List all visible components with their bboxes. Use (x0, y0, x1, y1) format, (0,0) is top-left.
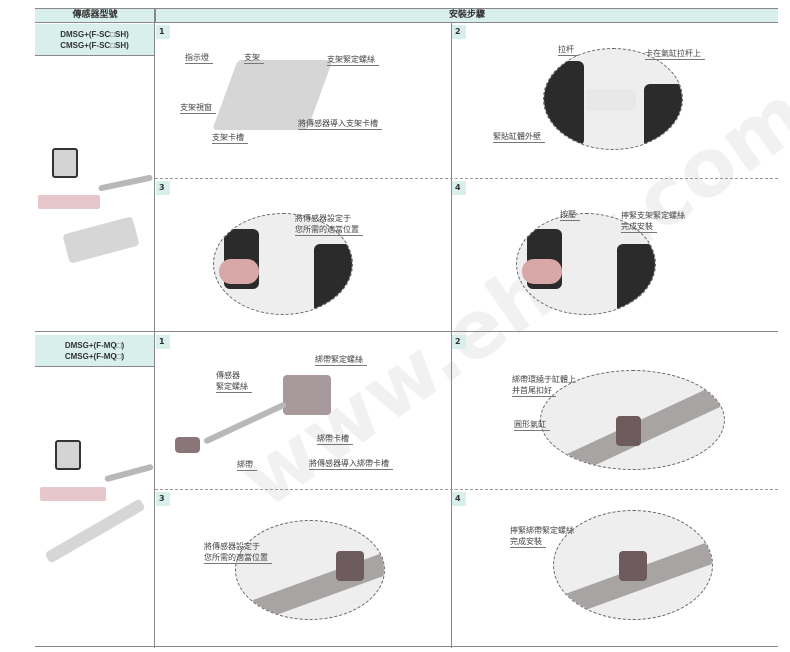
callout-label: 完成安裝 (621, 221, 657, 233)
column-divider (451, 23, 452, 648)
callout-label: 圓形氣缸 (514, 419, 550, 431)
model-cell: DMSG+(F-MQ□) CMSG+(F-MQ□) (35, 335, 154, 367)
model-name: CMSG+(F-SC□SH) (60, 41, 129, 50)
model-cell: DMSG+(F-SC□SH) CMSG+(F-SC□SH) (35, 24, 154, 56)
bracket-image (62, 216, 140, 264)
step-number: 1 (156, 335, 170, 349)
cable-image (104, 463, 154, 483)
step-number: 2 (452, 335, 466, 349)
model-name: DMSG+(F-SC□SH) (60, 30, 129, 39)
cylinder-photo (235, 520, 385, 620)
callout-label: 支架視窗 (180, 102, 216, 114)
callout-label: 綁帶環繞于缸體上 (512, 375, 576, 384)
strap-end-image (175, 437, 200, 453)
model-name: CMSG+(F-MQ□) (64, 352, 125, 361)
callout-label: 指示燈 (185, 52, 213, 64)
step-divider (155, 489, 778, 490)
callout-label: 拉杆 (558, 44, 578, 56)
callout-label: 將傳感器導入支架卡槽 (298, 118, 382, 130)
callout-label: 完成安裝 (510, 536, 546, 548)
step-number: 3 (156, 492, 170, 506)
strap-image (44, 498, 146, 564)
step-number: 2 (452, 25, 466, 39)
callout-label: 您所需的適當位置 (295, 224, 363, 236)
sensor-image (38, 195, 100, 209)
row-divider (35, 646, 778, 647)
callout-label: 支架卡槽 (212, 132, 248, 144)
sensor-profile-icon (52, 148, 78, 178)
step-number: 4 (452, 181, 466, 195)
callout-label: 綁帶緊定螺絲 (315, 354, 367, 366)
callout-label: 擰緊綁帶緊定螺絲 (510, 526, 574, 535)
callout-label: 緊貼缸體外壁 (493, 131, 545, 143)
callout-label: 擰緊支架緊定螺絲 (621, 211, 685, 220)
cylinder-photo (540, 370, 725, 470)
step-number: 1 (156, 25, 170, 39)
step-divider (155, 178, 778, 179)
model-name: DMSG+(F-MQ□) (64, 341, 125, 350)
cylinder-photo (213, 213, 353, 315)
callout-label: 傳感器 (216, 371, 240, 380)
column-divider (154, 8, 155, 648)
cylinder-photo (543, 48, 683, 150)
row-divider (35, 331, 778, 332)
callout-label: 將傳感器導入綁帶卡槽 (309, 458, 393, 470)
step-number: 3 (156, 181, 170, 195)
header-sensor-model: 傳感器型號 (35, 8, 155, 23)
callout-label: 緊定螺絲 (216, 381, 252, 393)
cable-image (97, 174, 154, 192)
callout-label: 將傳感器設定于 (204, 542, 260, 551)
callout-label: 按壓 (560, 209, 580, 221)
callout-label: 將傳感器設定于 (295, 214, 351, 223)
strap-clamp-image (283, 375, 331, 415)
callout-label: 綁帶 (237, 459, 257, 471)
callout-label: 卡在氣缸拉杆上 (645, 48, 705, 60)
cylinder-photo (516, 213, 656, 315)
header-install-steps: 安裝步驟 (155, 8, 778, 23)
callout-label: 支架緊定螺絲 (327, 54, 379, 66)
callout-label: 并首尾扣好 (512, 385, 556, 397)
sensor-profile-icon (55, 440, 81, 470)
sensor-image (40, 487, 106, 501)
callout-label: 您所需的適當位置 (204, 552, 272, 564)
callout-label: 支架 (244, 52, 264, 64)
callout-label: 綁帶卡槽 (317, 433, 353, 445)
step-number: 4 (452, 492, 466, 506)
cylinder-photo (553, 510, 713, 620)
